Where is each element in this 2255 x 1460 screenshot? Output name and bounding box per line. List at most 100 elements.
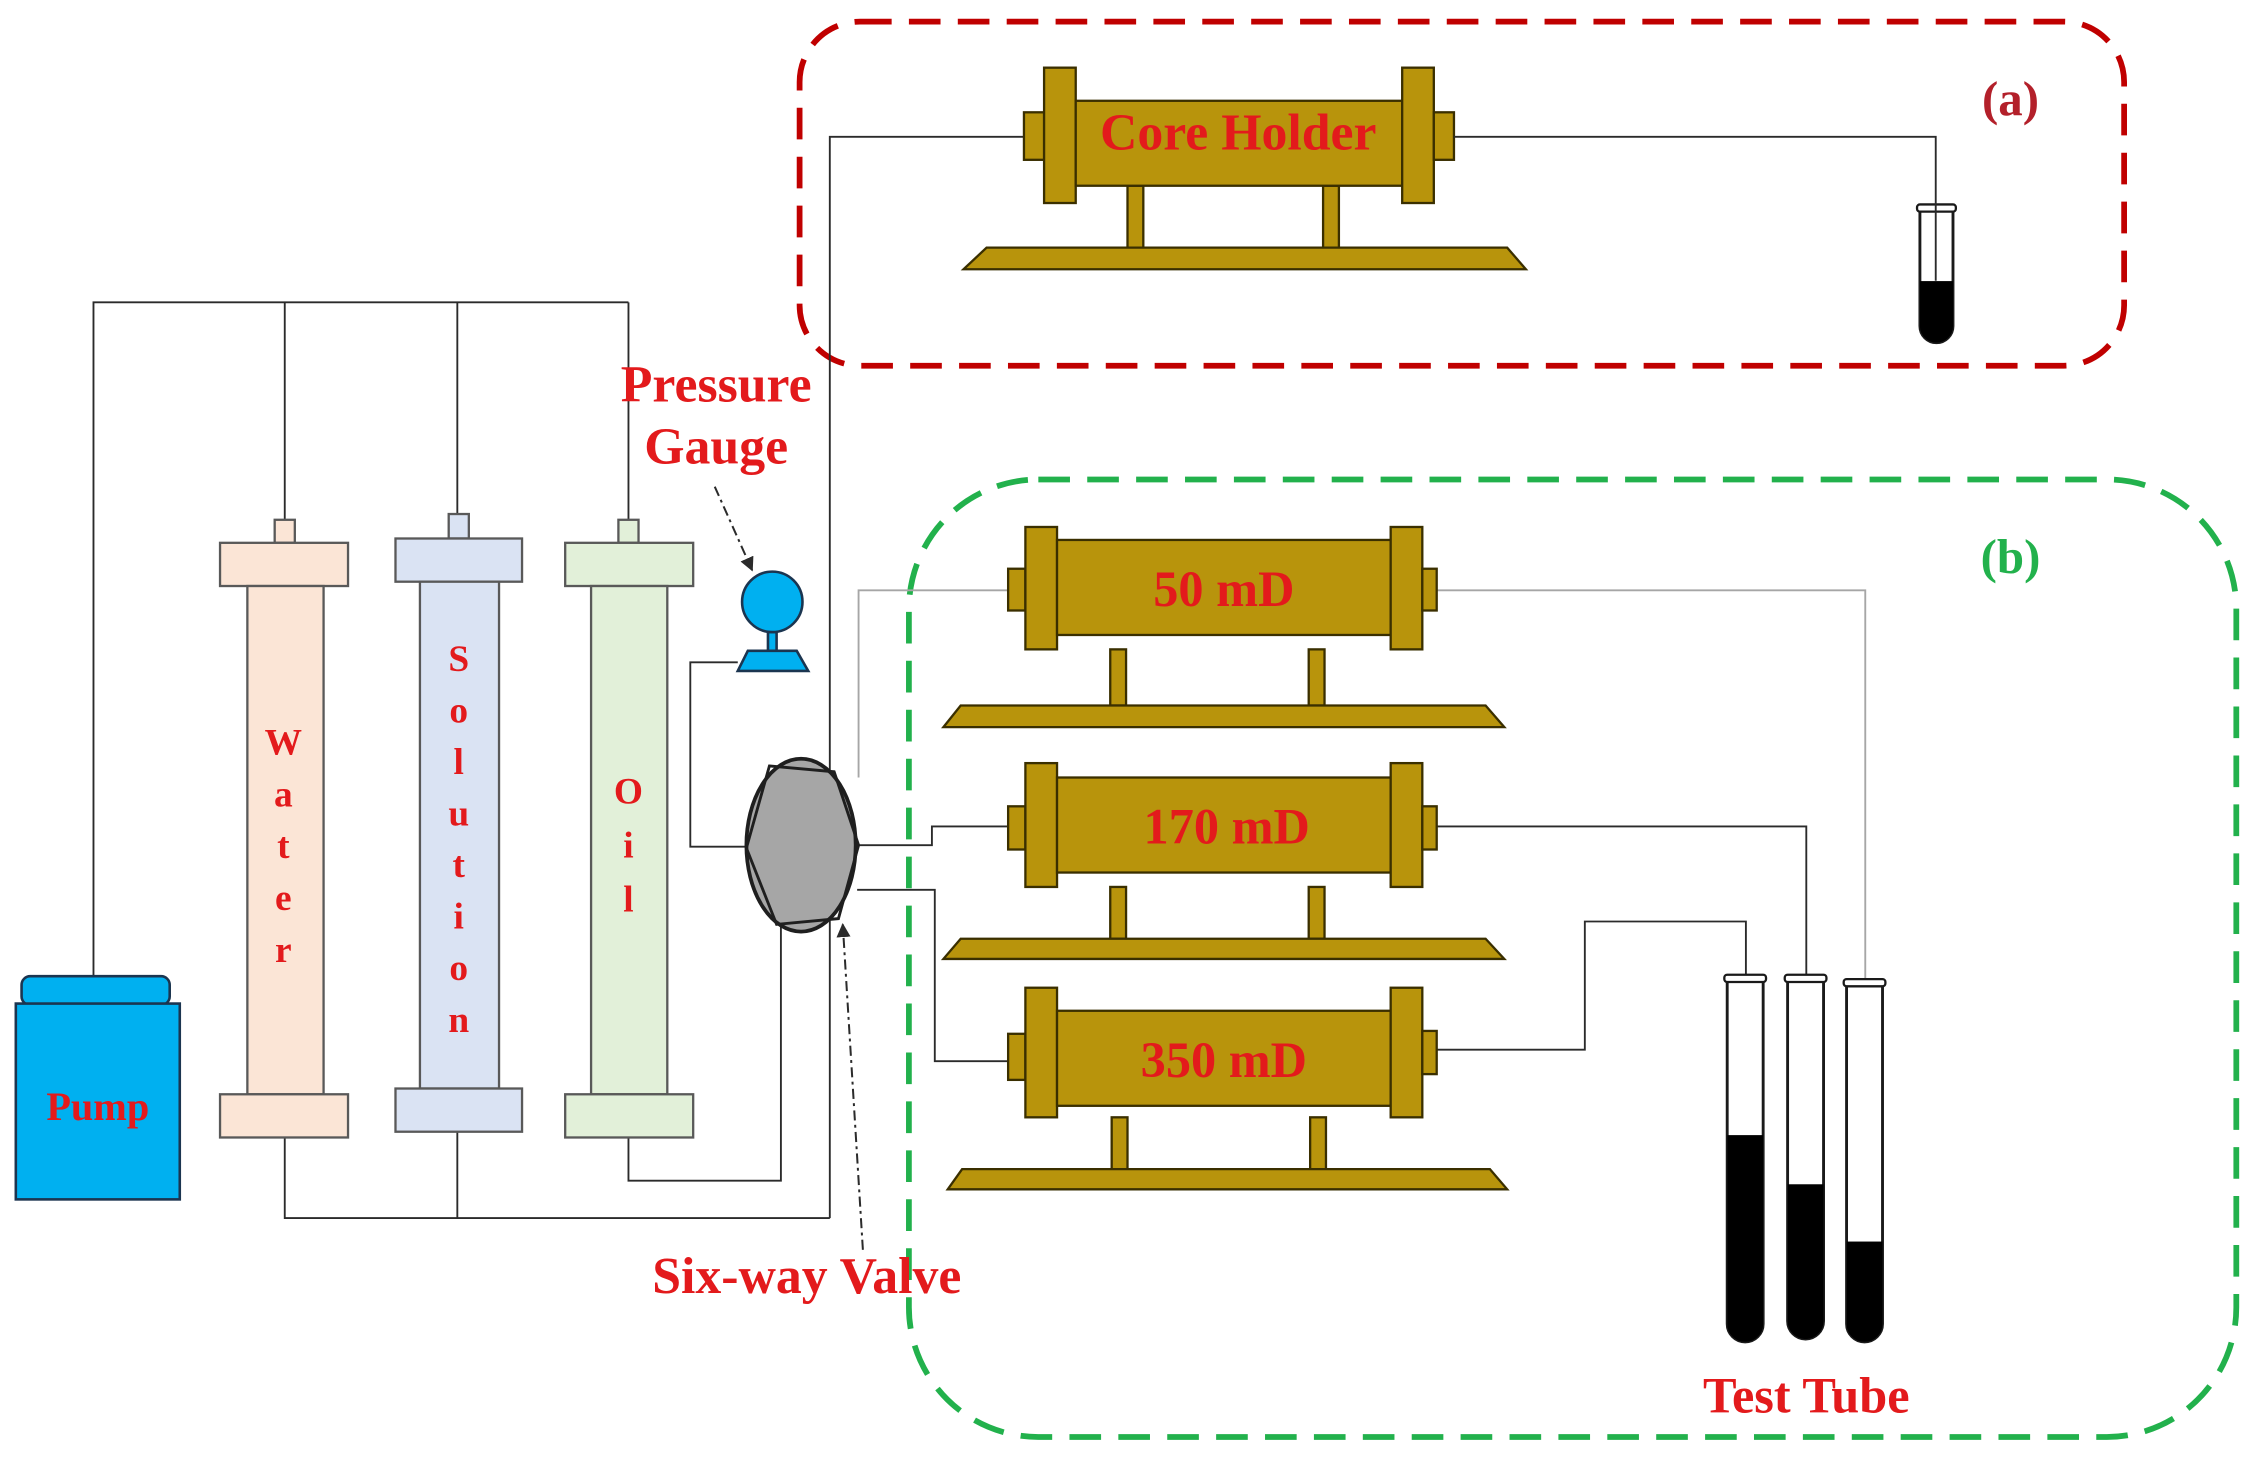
- column-top-nub: [447, 512, 470, 540]
- test-tube-liquid: [1787, 1184, 1824, 1340]
- pump: Pump: [14, 974, 182, 1201]
- six-way-valve-pointer-arrow: [836, 922, 864, 1250]
- column-top-cap: [394, 537, 524, 583]
- column-label-letter: n: [448, 1000, 469, 1041]
- core-holder-50md: 50 mD: [941, 525, 1507, 729]
- core-holder-inlet-nub: [1006, 805, 1027, 851]
- column-label-letter: t: [277, 826, 290, 867]
- pipe-to-50md: [857, 589, 1009, 778]
- core-holder-base: [941, 704, 1507, 729]
- column-label-letter: l: [454, 742, 464, 783]
- column-body: [418, 580, 501, 1090]
- core-holder-leg: [1307, 885, 1326, 940]
- pipe-50md-outlet: [1436, 589, 1867, 984]
- core-holder-body: [1074, 99, 1404, 187]
- core-holder-base: [960, 246, 1529, 271]
- core-holder-leg: [1308, 1116, 1328, 1171]
- column-body: [589, 584, 669, 1096]
- core-holder-outlet-nub: [1432, 111, 1456, 161]
- core-holder-leg: [1110, 1116, 1129, 1171]
- test-tube-liquid: [1727, 1135, 1764, 1342]
- column-label-letter: u: [448, 794, 469, 835]
- column-bottom-cap: [394, 1087, 524, 1133]
- test-tube-1: [1723, 973, 1768, 1344]
- pressure-gauge-label-line1: Pressure: [621, 357, 812, 414]
- pipe-oil-outlet: [627, 921, 782, 1182]
- column-label-letter: i: [454, 897, 464, 938]
- test-tube-liquid: [1846, 1241, 1883, 1342]
- core-holder-right-flange: [1389, 986, 1424, 1119]
- column-label-letter: e: [275, 878, 292, 919]
- six-way-valve-label: Six-way Valve: [652, 1248, 961, 1305]
- core-holder-350md: 350 mD: [945, 986, 1510, 1191]
- panel-b-border: [906, 476, 2240, 1440]
- column-label-letter: o: [449, 690, 468, 731]
- core-holder-base: [945, 1168, 1510, 1191]
- column-label-letter: a: [274, 774, 293, 815]
- pipe-gauge-line: [689, 661, 748, 848]
- test-tube-liquid: [1919, 281, 1953, 343]
- column-label-letter: S: [448, 639, 469, 680]
- core-holder-170md: 170 mD: [940, 761, 1507, 961]
- core-holder-outlet-nub: [1421, 1029, 1438, 1076]
- pressure-gauge: [735, 570, 811, 673]
- test-tube-label: Test Tube: [1703, 1367, 1910, 1423]
- test-tube-rim: [1723, 973, 1768, 984]
- core-holder-left-flange: [1042, 66, 1077, 205]
- core-holder-label: Core Holder: [1100, 105, 1377, 162]
- test-tube-rim: [1783, 973, 1828, 984]
- piping: [92, 135, 1867, 1220]
- pressure-gauge-label-line2: Gauge: [644, 419, 788, 476]
- core-holder-right-flange: [1401, 66, 1435, 205]
- core-holder-outlet-nub: [1421, 567, 1438, 612]
- pipe-350md-outlet: [1436, 920, 1747, 1051]
- pipe-core-holder-a-outlet: [1453, 135, 1937, 281]
- core-holder-body: [1055, 538, 1392, 637]
- core-holder-right-flange: [1389, 525, 1424, 651]
- column-bottom-cap: [218, 1093, 350, 1139]
- pump-cap: [20, 974, 171, 1007]
- core-holder-outlet-nub: [1421, 805, 1438, 851]
- valve-hexagon: [744, 764, 861, 926]
- gauge-dial: [740, 570, 804, 634]
- pump-body: [14, 1002, 182, 1201]
- core-holder-a: Core Holder: [960, 66, 1529, 271]
- core-holder-left-flange: [1024, 525, 1059, 651]
- column-label-letter: i: [623, 825, 633, 866]
- column-label-letter: t: [453, 845, 466, 886]
- core-holder-leg: [1109, 885, 1128, 940]
- core-holder-leg: [1126, 184, 1145, 249]
- six-way-valve: [744, 756, 861, 934]
- core-holder-inlet-nub: [1006, 567, 1027, 612]
- core-holder-leg: [1109, 648, 1128, 707]
- column-top-cap: [218, 541, 350, 588]
- core-holder-left-flange: [1024, 761, 1059, 889]
- core-holder-permeability-label: 170 mD: [1144, 799, 1310, 855]
- panel-a-label: (a): [1982, 71, 2039, 126]
- core-holder-permeability-label: 350 mD: [1141, 1032, 1307, 1088]
- column-label-letter: o: [449, 948, 468, 989]
- pipe-top-manifold: [92, 301, 629, 980]
- pipe-170md-outlet: [1436, 825, 1808, 980]
- column-top-nub: [617, 518, 640, 544]
- panel-a-border: [796, 18, 2128, 369]
- column-label-letter: O: [614, 771, 643, 812]
- column-label-letter: l: [623, 879, 633, 920]
- core-holder-leg: [1307, 648, 1326, 707]
- core-holder-inlet-nub: [1022, 111, 1046, 161]
- pipe-to-170md: [855, 825, 1009, 847]
- test-tube-rim: [1842, 977, 1887, 988]
- core-holder-left-flange: [1024, 986, 1059, 1119]
- gauge-base: [735, 649, 811, 673]
- core-holder-right-flange: [1389, 761, 1424, 889]
- core-holder-permeability-label: 50 mD: [1153, 561, 1294, 617]
- test-tube-2: [1783, 973, 1828, 1341]
- pipe-to-350md: [857, 888, 1009, 1063]
- pump-label: Pump: [46, 1084, 149, 1129]
- column-top-nub: [273, 518, 296, 544]
